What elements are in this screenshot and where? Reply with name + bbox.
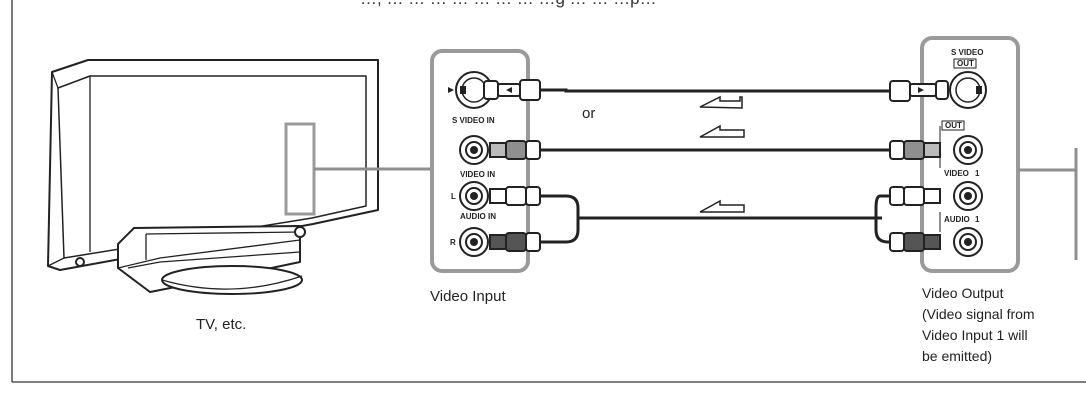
video-in-label: VIDEO IN: [460, 170, 495, 179]
audio-out-left-jack: [889, 181, 983, 211]
caption-line: be emitted): [922, 348, 993, 364]
svideo-in-jack: [455, 71, 541, 109]
audio-right-label: R: [450, 238, 456, 247]
video-out-label: VIDEO: [944, 169, 969, 178]
svideo-cable: [540, 88, 890, 93]
out-badge-2: OUT: [945, 121, 962, 130]
tv-input-port: [284, 122, 316, 216]
outer-frame: [11, 0, 1086, 383]
svideo-in-label: S VIDEO IN: [452, 116, 495, 125]
audio-in-loop: [540, 194, 580, 244]
caption-line: Video Input 1 will: [922, 327, 1028, 343]
video-in-jack: [459, 135, 541, 165]
out-badge-1: OUT: [957, 59, 974, 68]
arrow-left-icon: [699, 199, 745, 213]
header-text: …, … … … … … … … …g … … …p…: [360, 0, 657, 9]
tv-caption: TV, etc.: [196, 316, 247, 333]
caption-line: (Video signal from: [922, 306, 1035, 322]
svideo-out-jack: [889, 71, 987, 109]
audio-in-left-jack: [459, 181, 541, 211]
video-out-number: 1: [975, 169, 980, 178]
video-out-jack: [889, 135, 983, 165]
signal-arrows: [699, 95, 745, 213]
out-badge-box: [941, 120, 965, 131]
audio-out-label: AUDIO: [944, 215, 970, 224]
output-exit-wire: [1018, 148, 1078, 260]
video-output-caption: Video Output (Video signal from Video In…: [922, 283, 1035, 367]
svideo-out-title: S VIDEO: [951, 48, 983, 57]
tv-illustration: [47, 59, 379, 295]
or-label: or: [582, 105, 596, 122]
audio-out-loop: [874, 194, 890, 244]
out-badge-box: [953, 58, 977, 69]
svideo-in-arrow-icon: [448, 87, 454, 93]
audio-in-right-jack: [459, 227, 541, 257]
caption-line: Video Output: [922, 285, 1004, 301]
arrow-left-icon: [699, 95, 743, 109]
audio-out-right-jack: [889, 227, 983, 257]
cables: [540, 88, 890, 244]
arrow-left-icon: [699, 124, 745, 138]
audio-left-label: L: [451, 192, 456, 201]
audio-in-label: AUDIO IN: [460, 212, 496, 221]
video-input-caption: Video Input: [430, 288, 506, 305]
audio-out-number: 1: [975, 215, 980, 224]
